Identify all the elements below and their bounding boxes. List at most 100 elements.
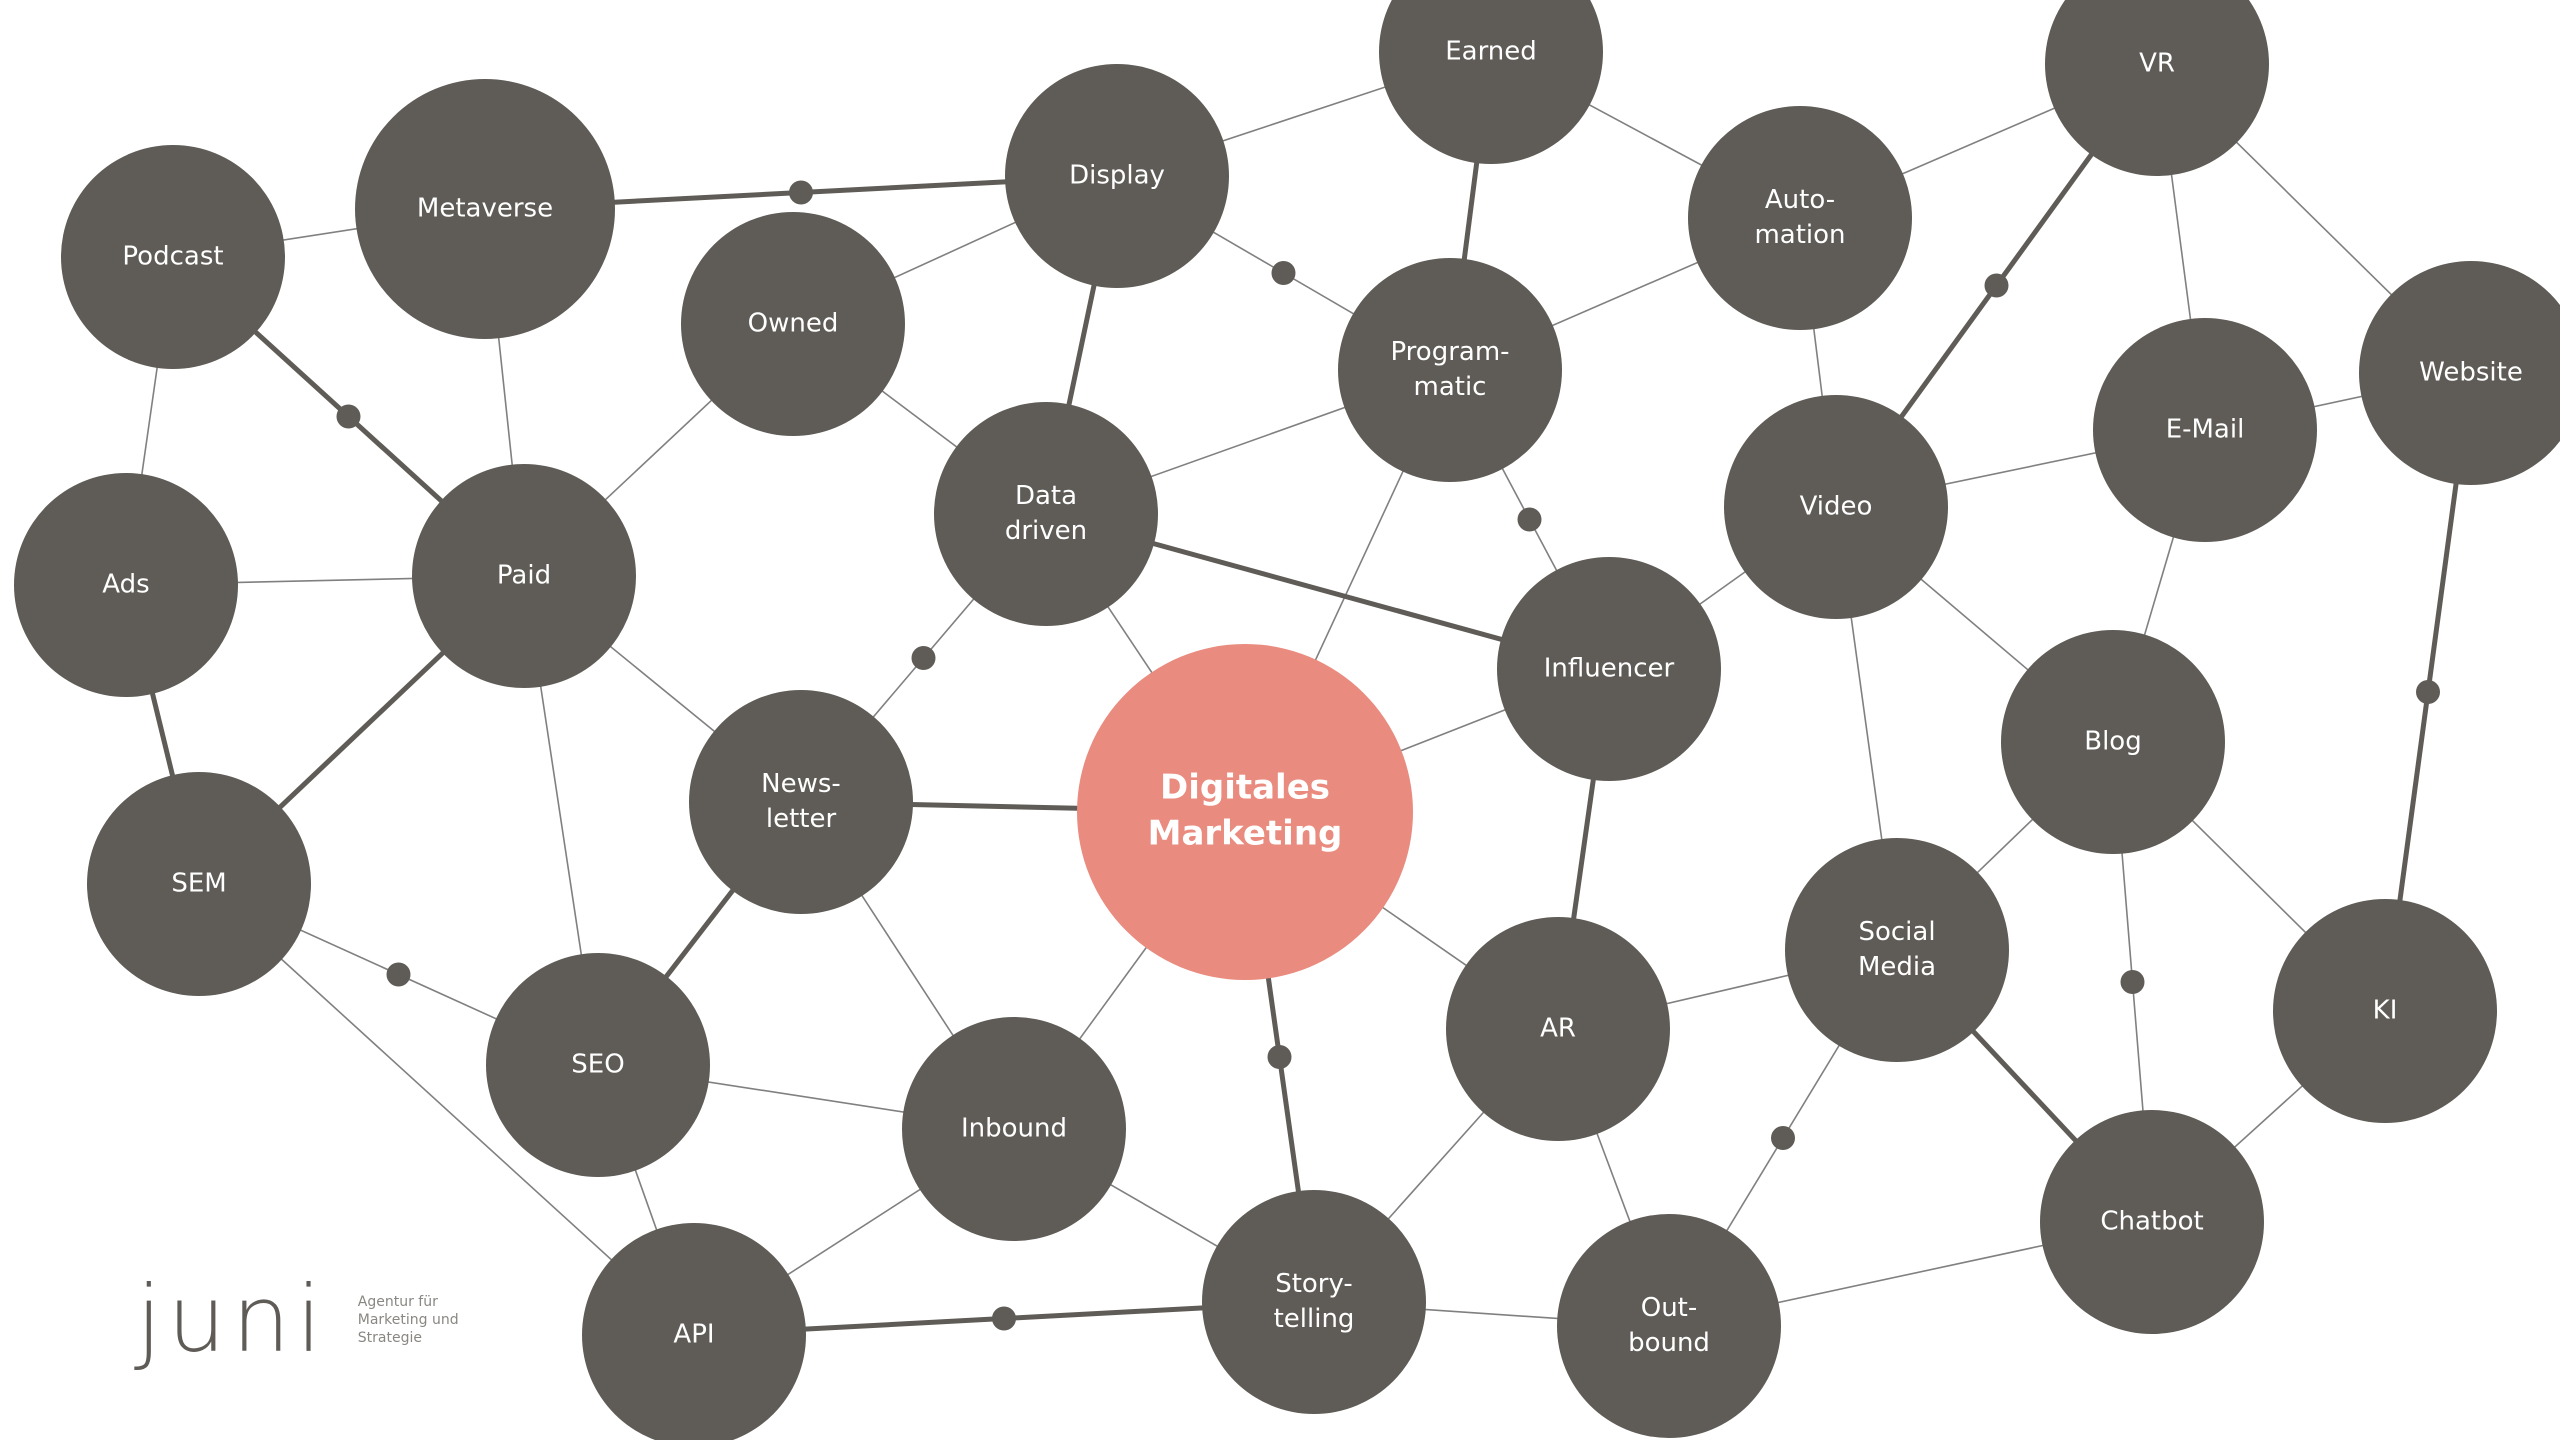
node-outbound: Out-bound [1557, 1214, 1781, 1438]
edge-dot-vr-video [1984, 273, 2009, 298]
node-circle [1446, 917, 1670, 1141]
node-label: bound [1628, 1328, 1710, 1358]
node-circle [902, 1017, 1126, 1241]
node-website: Website [2359, 261, 2560, 485]
node-label: Ads [102, 570, 149, 600]
node-circle [412, 464, 636, 688]
node-label: Social [1858, 917, 1935, 947]
node-circle [2093, 318, 2317, 542]
node-api: API [582, 1223, 806, 1440]
node-ki: KI [2273, 899, 2497, 1123]
node-storytelling: Story-telling [1202, 1190, 1426, 1414]
node-circle [2359, 261, 2560, 485]
node-circle [87, 772, 311, 996]
node-label: mation [1754, 220, 1845, 250]
node-data-driven: Data driven [934, 402, 1158, 626]
node-blog: Blog [2001, 630, 2225, 854]
node-circle [1557, 1214, 1781, 1438]
node-newsletter: News-letter [689, 690, 913, 914]
node-label: Blog [2084, 727, 2141, 757]
node-circle [689, 690, 913, 914]
node-label: matic [1414, 372, 1487, 402]
node-circle [355, 79, 615, 339]
edge-dot-storytelling-api [992, 1306, 1016, 1331]
node-label: Auto- [1765, 185, 1835, 215]
node-chatbot: Chatbot [2040, 1110, 2264, 1334]
node-label: API [673, 1320, 714, 1350]
node-label: Program- [1390, 337, 1509, 367]
node-circle [2040, 1110, 2264, 1334]
node-label: Inbound [961, 1114, 1067, 1144]
node-label: Marketing [1148, 814, 1343, 854]
logo-wordmark: juni [136, 1266, 328, 1373]
node-label: Media [1858, 952, 1936, 982]
node-label: Story- [1275, 1269, 1353, 1299]
edge-dot-sem-seo [386, 962, 411, 987]
edge-dot-programmatic-influencer [1517, 507, 1542, 532]
node-earned: Earned [1379, 0, 1603, 164]
node-label: Influencer [1544, 654, 1675, 684]
node-label: Chatbot [2100, 1207, 2203, 1237]
node-label: Website [2419, 358, 2523, 388]
node-circle [1379, 0, 1603, 164]
node-circle [1497, 557, 1721, 781]
node-circle [486, 953, 710, 1177]
node-label: Digitales [1160, 768, 1330, 808]
node-label: KI [2373, 996, 2398, 1026]
node-circle [1785, 838, 2009, 1062]
node-label: Podcast [122, 242, 223, 272]
node-podcast: Podcast [61, 145, 285, 369]
node-circle [582, 1223, 806, 1440]
juni-logo: juni Agentur für Marketing und Strategie [136, 1270, 459, 1370]
node-label: Display [1069, 161, 1165, 191]
node-circle [2001, 630, 2225, 854]
node-label: Video [1800, 492, 1873, 522]
node-label: Owned [748, 309, 839, 339]
node-inbound: Inbound [902, 1017, 1126, 1241]
node-circle [61, 145, 285, 369]
logo-tagline: Agentur für Marketing und Strategie [358, 1293, 459, 1347]
node-metaverse: Metaverse [355, 79, 615, 339]
edge-dot-display-programmatic [1271, 261, 1296, 285]
node-circle [2045, 0, 2269, 176]
node-influencer: Influencer [1497, 557, 1721, 781]
node-vr: VR [2045, 0, 2269, 176]
node-label: Data [1015, 481, 1077, 511]
node-video: Video [1724, 395, 1948, 619]
node-label: driven [1005, 516, 1087, 546]
node-automation: Auto-mation [1688, 106, 1912, 330]
node-circle [1202, 1190, 1426, 1414]
edge-dot-website-ki [2416, 680, 2440, 704]
edge-dot-blog-chatbot [2120, 970, 2145, 994]
node-circle [934, 402, 1158, 626]
node-email: E-Mail [2093, 318, 2317, 542]
node-label: E-Mail [2166, 415, 2245, 445]
node-label: Paid [497, 561, 551, 591]
node-label: SEM [171, 869, 226, 899]
node-paid: Paid [412, 464, 636, 688]
node-circle [1077, 644, 1413, 980]
node-circle [1338, 258, 1562, 482]
node-label: VR [2139, 49, 2175, 79]
node-circle [2273, 899, 2497, 1123]
logo-tagline-line: Marketing und [357, 1312, 459, 1328]
node-ads: Ads [14, 473, 238, 697]
node-ar: AR [1446, 917, 1670, 1141]
node-programmatic: Program-matic [1338, 258, 1562, 482]
node-label: telling [1274, 1304, 1355, 1334]
edge-dot-data_driven-newsletter [911, 646, 936, 670]
node-label: letter [766, 804, 837, 834]
node-label: Metaverse [417, 194, 553, 224]
node-sem: SEM [87, 772, 311, 996]
node-label: AR [1540, 1014, 1576, 1044]
node-circle [1688, 106, 1912, 330]
node-label: SEO [571, 1050, 624, 1080]
logo-tagline-line: Strategie [357, 1330, 422, 1346]
node-owned: Owned [681, 212, 905, 436]
logo-tagline-line: Agentur für [357, 1294, 438, 1310]
edge-dot-podcast-paid [336, 404, 361, 429]
